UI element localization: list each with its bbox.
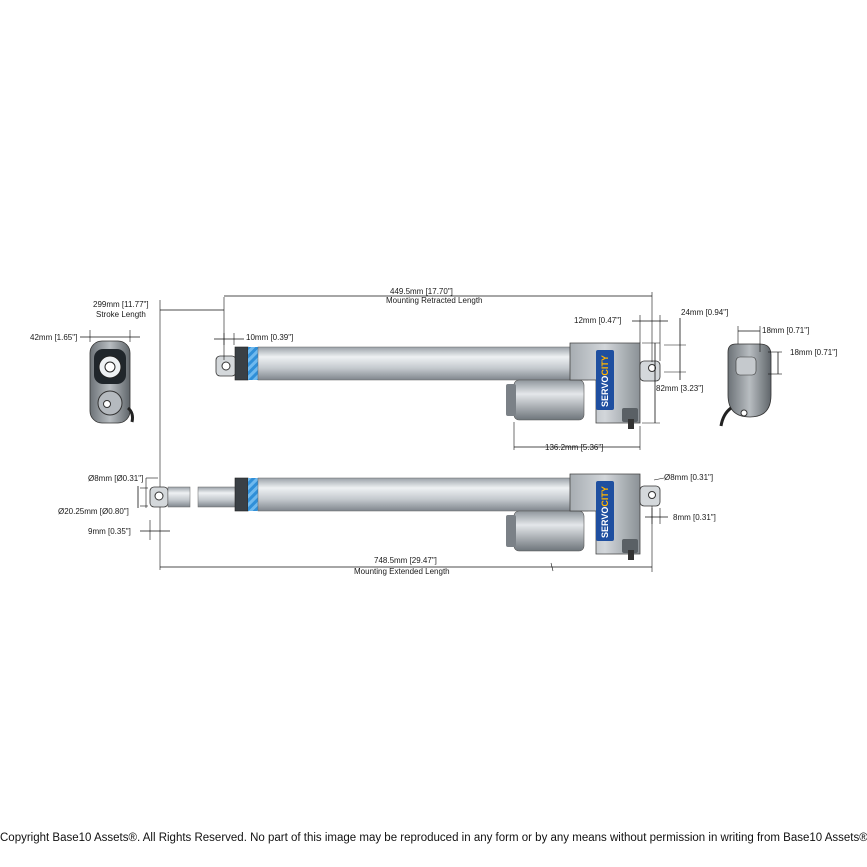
retracted-outer-tube [257,346,589,381]
body-height-dimension: 82mm [3.23"] [656,384,703,393]
clevis-offset-dimension: 10mm [0.39"] [246,333,293,342]
rod-hole-dimension: Ø8mm [Ø0.31"] [88,474,143,483]
extended-outer-tube [257,477,589,512]
rod-diameter-dimension: Ø20.25mm [Ø0.80"] [58,507,129,516]
retracted-connector [628,419,634,429]
copyright-footer: Copyright Base10 Assets®. All Rights Res… [0,832,867,844]
extended-length-value: 748.5mm [29.47"] [374,556,437,565]
side-view: 42mm [1.65"] [30,330,140,424]
extended-inner-rod [167,486,191,508]
extended-accent-stripe [248,478,258,511]
rear-height-dimension: 18mm [0.71"] [790,348,837,357]
actuator-extended: SERVOCITY [149,473,661,560]
stroke-dimensions: 299mm [11.77"] Stroke Length [93,300,224,570]
svg-text:SERVOCITY: SERVOCITY [600,486,610,538]
retracted-length-value: 449.5mm [17.70"] [390,287,453,296]
retracted-dimensions: 449.5mm [17.70"] Mounting Retracted Leng… [214,287,728,452]
rear-hole-dimension: Ø8mm [0.31"] [664,473,713,482]
retracted-motor [513,379,585,421]
actuator-retracted: SERVOCITY [215,342,661,429]
svg-text:SERVOCITY: SERVOCITY [600,355,610,407]
retracted-accent-stripe [248,347,258,380]
side-width-dimension: 42mm [1.65"] [30,333,77,342]
motor-length-dimension: 136.2mm [5.36"] [545,443,603,452]
extended-motor [513,510,585,552]
end-height-dimension: 24mm [0.94"] [681,308,728,317]
extended-length-label: Mounting Extended Length [354,567,450,576]
rod-end-dimension: 9mm [0.35"] [88,527,131,536]
rear-view-cable [719,406,732,427]
retracted-brand-label [596,350,614,410]
extended-brand-label [596,481,614,541]
retracted-length-label: Mounting Retracted Length [386,296,483,305]
stroke-length-value: 299mm [11.77"] [93,300,149,309]
end-width-dimension: 12mm [0.47"] [574,316,621,325]
rear-view: 18mm [0.71"] 18mm [0.71"] [719,326,837,427]
side-view-cable [126,406,134,423]
stroke-length-label: Stroke Length [96,310,146,319]
extended-connector [628,550,634,560]
extended-dimensions: Ø8mm [Ø0.31"] Ø20.25mm [Ø0.80"] 9mm [0.3… [58,473,716,576]
rear-width-dimension: 18mm [0.71"] [762,326,809,335]
rear-view-body [727,343,772,418]
rear-offset-dimension: 8mm [0.31"] [673,513,716,522]
